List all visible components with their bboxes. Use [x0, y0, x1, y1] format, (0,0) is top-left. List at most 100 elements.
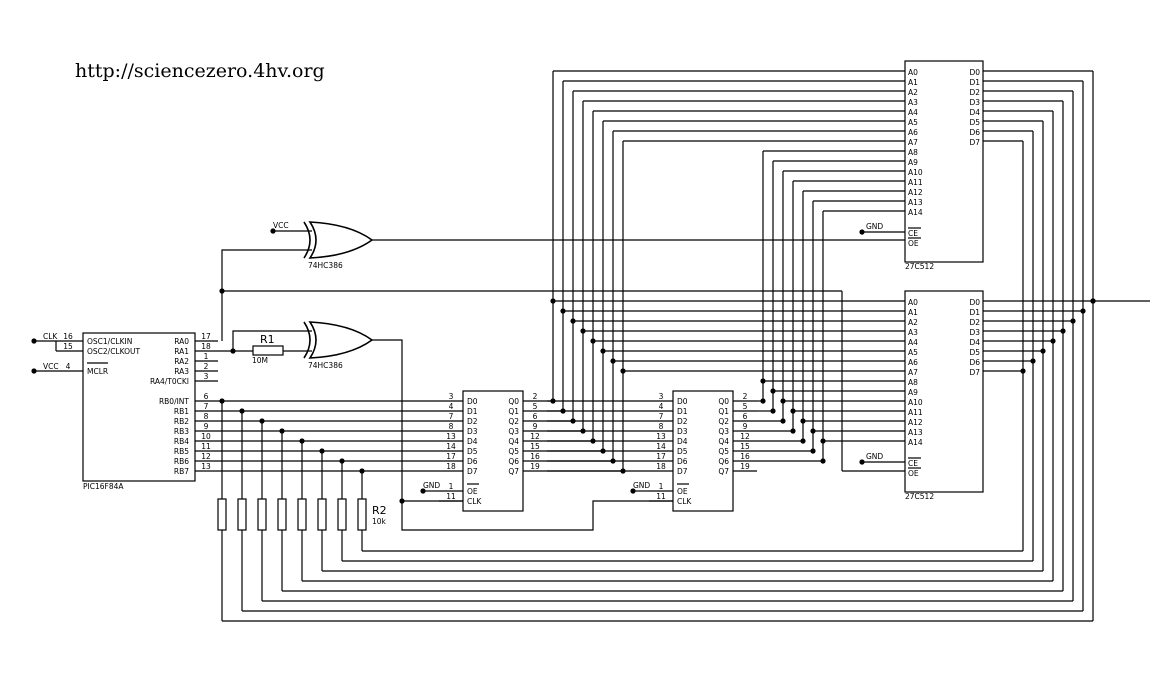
- latch-out-label: Q2: [508, 417, 519, 426]
- eprom-data-label: D2: [969, 88, 980, 97]
- latch-in-num: 4: [449, 402, 454, 411]
- latch-in-num: 7: [449, 412, 454, 421]
- pic-pin-label: MCLR: [87, 367, 108, 376]
- pic-pin-label: RB3: [174, 427, 189, 436]
- latch-in-label: D3: [467, 427, 478, 436]
- latch-in-num: 3: [449, 392, 454, 401]
- latch-out-label: Q6: [718, 457, 729, 466]
- latch-out-num: 6: [743, 412, 748, 421]
- latch-in-num: 14: [446, 442, 456, 451]
- latch-out-label: Q3: [508, 427, 519, 436]
- latch-in-num: 4: [659, 402, 664, 411]
- eprom-data-label: D2: [969, 318, 980, 327]
- latch-out-label: Q4: [508, 437, 519, 446]
- pic-pin-number: 18: [201, 342, 211, 351]
- pic-pin-number: 7: [204, 402, 209, 411]
- pic-pin-label: RB2: [174, 417, 189, 426]
- pulldown-resistor: [277, 498, 287, 531]
- eprom-gnd-label: GND: [866, 222, 883, 231]
- latch-in-num: 17: [656, 452, 666, 461]
- junction-dot: [1050, 338, 1056, 344]
- latch-oe-label: OE: [467, 487, 478, 496]
- pic-pin-number: 16: [63, 332, 73, 341]
- eprom-addr-label: A10: [908, 398, 923, 407]
- eprom-addr-label: A6: [908, 128, 918, 137]
- pic-pin-number: 2: [204, 362, 209, 371]
- eprom-data-label: D6: [969, 128, 980, 137]
- latch-in-num: 14: [656, 442, 666, 451]
- eprom-data-label: D1: [969, 78, 980, 87]
- eprom-addr-label: A0: [908, 298, 918, 307]
- pic-net-label: VCC: [43, 362, 59, 371]
- latch-in-num: 18: [446, 462, 456, 471]
- latch-clk-label: CLK: [467, 497, 482, 506]
- eprom-ce-label: CE: [908, 229, 918, 238]
- eprom-addr-label: A3: [908, 98, 918, 107]
- eprom-addr-label: A2: [908, 88, 918, 97]
- resistor-r1: [252, 345, 284, 356]
- pic-pin-number: 9: [204, 422, 209, 431]
- latch-out-num: 16: [740, 452, 750, 461]
- latch-out-label: Q0: [718, 397, 729, 406]
- latch-out-label: Q1: [508, 407, 519, 416]
- eprom-addr-label: A8: [908, 378, 918, 387]
- junction-dot: [1080, 308, 1086, 314]
- pic-pin-number: 1: [204, 352, 209, 361]
- eprom-data-label: D1: [969, 308, 980, 317]
- eprom-data-label: D4: [969, 338, 980, 347]
- pic-pin-label: RA0: [174, 337, 189, 346]
- r2-ref: R2: [372, 504, 387, 517]
- latch-out-label: Q2: [718, 417, 729, 426]
- latch-out-label: Q1: [718, 407, 729, 416]
- latch-in-label: D0: [677, 397, 688, 406]
- latch-out-label: Q7: [508, 467, 519, 476]
- pulldown-resistor: [237, 498, 247, 531]
- pic-pin-number: 8: [204, 412, 209, 421]
- pic-pin-label: RB1: [174, 407, 189, 416]
- pic-pin-number: 4: [66, 362, 71, 371]
- eprom-data-label: D3: [969, 328, 980, 337]
- latch-in-label: D1: [467, 407, 478, 416]
- latch-in-num: 3: [659, 392, 664, 401]
- pic-pin-label: OSC1/CLKIN: [87, 337, 132, 346]
- pic-pin-label: RB4: [174, 437, 189, 446]
- latch-out-label: Q6: [508, 457, 519, 466]
- latch-clk-label: CLK: [677, 497, 692, 506]
- latch-out-num: 5: [743, 402, 748, 411]
- gnd-label: GND: [633, 481, 650, 490]
- pic-net-label: CLK: [43, 332, 58, 341]
- eprom-addr-label: A12: [908, 418, 923, 427]
- latch-in-label: D7: [467, 467, 478, 476]
- pic-pin-label: RA2: [174, 357, 189, 366]
- pulldown-resistor: [217, 498, 227, 531]
- eprom-data-label: D7: [969, 138, 980, 147]
- eprom-name: 27C512: [905, 262, 934, 271]
- pic-pin-label: RB5: [174, 447, 189, 456]
- latch-out-num: 6: [533, 412, 538, 421]
- eprom-addr-label: A11: [908, 178, 923, 187]
- pic-pin-number: 15: [63, 342, 73, 351]
- eprom-data-label: D0: [969, 298, 980, 307]
- latch-out-num: 15: [740, 442, 750, 451]
- pic-pin-label: RA1: [174, 347, 189, 356]
- latch-clk-num: 11: [656, 492, 666, 501]
- pic-pin-label: OSC2/CLKOUT: [87, 347, 141, 356]
- eprom-data-label: D5: [969, 118, 980, 127]
- latch-in-num: 8: [659, 422, 664, 431]
- latch-oe-label: OE: [677, 487, 688, 496]
- eprom-addr-label: A5: [908, 348, 918, 357]
- xor-input-arc: [303, 321, 311, 359]
- eprom-data-label: D5: [969, 348, 980, 357]
- pic-pin-number: 12: [201, 452, 211, 461]
- xor-body: [308, 321, 374, 359]
- eprom-data-label: D0: [969, 68, 980, 77]
- gnd-label: GND: [423, 481, 440, 490]
- eprom-addr-label: A7: [908, 368, 918, 377]
- junction-dot: [1060, 328, 1066, 334]
- pic-chip: [82, 332, 196, 482]
- latch-in-label: D4: [467, 437, 478, 446]
- latch-in-num: 8: [449, 422, 454, 431]
- eprom-addr-label: A14: [908, 208, 923, 217]
- pic-pin-number: 13: [201, 462, 211, 471]
